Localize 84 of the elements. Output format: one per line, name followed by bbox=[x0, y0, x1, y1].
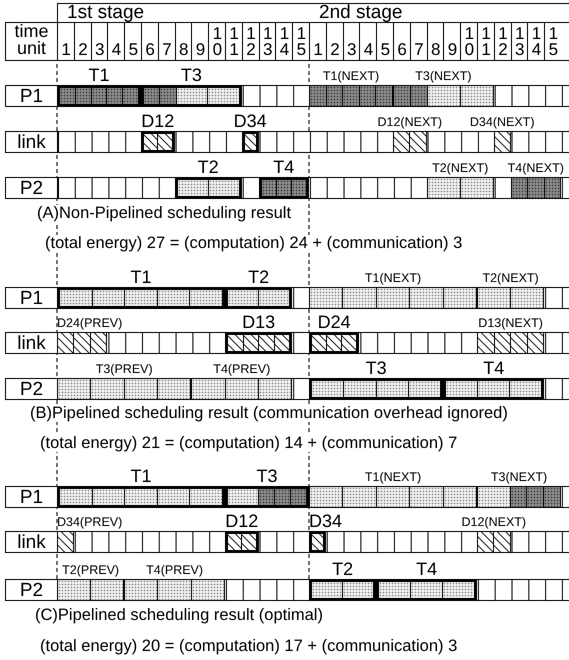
stage-header: 2nd stage bbox=[318, 4, 402, 22]
time-unit-number: 11 bbox=[229, 26, 238, 58]
task-label: T1(NEXT) bbox=[364, 272, 422, 284]
task-label: T3 bbox=[256, 467, 278, 485]
time-unit-number: 12 bbox=[498, 26, 508, 58]
time-unit-number: 15 bbox=[548, 26, 558, 58]
task-label: D12 bbox=[141, 112, 174, 130]
task-label: T4(PREV) bbox=[146, 564, 204, 576]
time-unit-number: 7 bbox=[162, 42, 172, 58]
time-unit-number: 10 bbox=[212, 26, 222, 58]
time-unit-number: 12 bbox=[246, 26, 256, 58]
caption: (C)Pipelined scheduling result (optimal) bbox=[35, 607, 323, 624]
task-label: D34(NEXT) bbox=[470, 116, 534, 128]
time-unit-number: 4 bbox=[364, 42, 373, 58]
task-label: T4 bbox=[273, 158, 294, 176]
time-unit-number: 14 bbox=[532, 26, 541, 58]
task-label: T1(NEXT) bbox=[364, 471, 422, 484]
time-unit-number: 8 bbox=[178, 42, 188, 58]
time-unit-number: 2 bbox=[78, 42, 88, 58]
caption: (A)Non-Pipelined scheduling result bbox=[37, 205, 292, 222]
energy-summary: (total energy) 27 = (computation) 24 + (communication) 3 bbox=[45, 235, 462, 252]
time-unit-number: 10 bbox=[464, 26, 474, 58]
task-label: T2(PREV) bbox=[62, 564, 120, 576]
time-unit-number: 15 bbox=[296, 26, 306, 58]
row-header: P2 bbox=[5, 579, 58, 601]
task-label: D34 bbox=[234, 112, 267, 130]
task-label: D12(NEXT) bbox=[378, 116, 442, 128]
time-unit-number: 3 bbox=[346, 42, 356, 58]
stage-header: 1st stage bbox=[66, 4, 144, 22]
task-label: T2(NEXT) bbox=[432, 162, 488, 174]
task-label: D34(PREV) bbox=[57, 516, 122, 528]
time-unit-number: 7 bbox=[414, 42, 424, 58]
task-label: T1 bbox=[88, 66, 110, 84]
row-header: link bbox=[5, 531, 58, 553]
row-header: link bbox=[5, 332, 58, 354]
task-label: T1 bbox=[130, 467, 152, 485]
row-header: P1 bbox=[5, 486, 58, 508]
energy-summary: (total energy) 21 = (computation) 14 + (communication) 7 bbox=[40, 435, 458, 452]
task-label: D13 bbox=[242, 313, 276, 331]
time-unit-number: 5 bbox=[128, 42, 138, 58]
time-unit-number: 5 bbox=[380, 42, 390, 58]
row-header: P1 bbox=[5, 85, 58, 107]
time-unit-number: 1 bbox=[61, 42, 70, 58]
task-label: T4(NEXT) bbox=[508, 162, 564, 174]
time-unit-number: 1 bbox=[313, 42, 322, 58]
task-label: D12(NEXT) bbox=[462, 516, 526, 528]
row-header: P2 bbox=[5, 177, 58, 199]
task-label: T3 bbox=[366, 359, 387, 377]
row-header: P1 bbox=[5, 287, 58, 309]
task-label: T4 bbox=[483, 359, 504, 377]
energy-summary: (total energy) 20 = (computation) 17 + (communication) 3 bbox=[40, 638, 458, 654]
time-unit-number: 6 bbox=[145, 42, 154, 58]
time-unit-number: 14 bbox=[280, 26, 289, 58]
row-header: time unit bbox=[13, 23, 50, 60]
time-unit-number: 11 bbox=[481, 26, 490, 58]
task-label: T2(NEXT) bbox=[482, 272, 539, 284]
time-unit-number: 13 bbox=[514, 26, 524, 58]
task-label: T2 bbox=[198, 158, 219, 176]
caption: (B)Pipelined scheduling result (communication overhead ignored) bbox=[30, 405, 508, 422]
task-label: T1(NEXT) bbox=[322, 70, 380, 82]
time-unit-number: 6 bbox=[397, 42, 406, 58]
task-label: T1 bbox=[130, 268, 152, 286]
task-label: T4(PREV) bbox=[213, 363, 270, 376]
task-label: T3(NEXT) bbox=[490, 471, 548, 484]
task-label: T2 bbox=[332, 560, 354, 578]
task-label: D13(NEXT) bbox=[478, 317, 543, 330]
time-unit-number: 8 bbox=[430, 42, 440, 58]
task-label: D24 bbox=[318, 313, 351, 331]
row-header: link bbox=[5, 131, 58, 153]
time-unit-number: 3 bbox=[94, 42, 104, 58]
time-unit-number: 9 bbox=[448, 42, 457, 58]
task-label: D34 bbox=[309, 512, 342, 530]
task-label: T2 bbox=[248, 268, 270, 286]
time-unit-number: 13 bbox=[262, 26, 272, 58]
task-label: T4 bbox=[416, 560, 438, 578]
task-label: D12 bbox=[225, 512, 258, 530]
task-label: T3(PREV) bbox=[96, 363, 153, 376]
time-unit-number: 9 bbox=[196, 42, 205, 58]
task-label: D24(PREV) bbox=[57, 317, 122, 330]
task-label: T3(NEXT) bbox=[415, 70, 472, 82]
task-label: T3 bbox=[180, 66, 202, 84]
time-unit-number: 2 bbox=[330, 42, 340, 58]
row-header: P2 bbox=[5, 378, 58, 400]
time-unit-number: 4 bbox=[112, 42, 121, 58]
